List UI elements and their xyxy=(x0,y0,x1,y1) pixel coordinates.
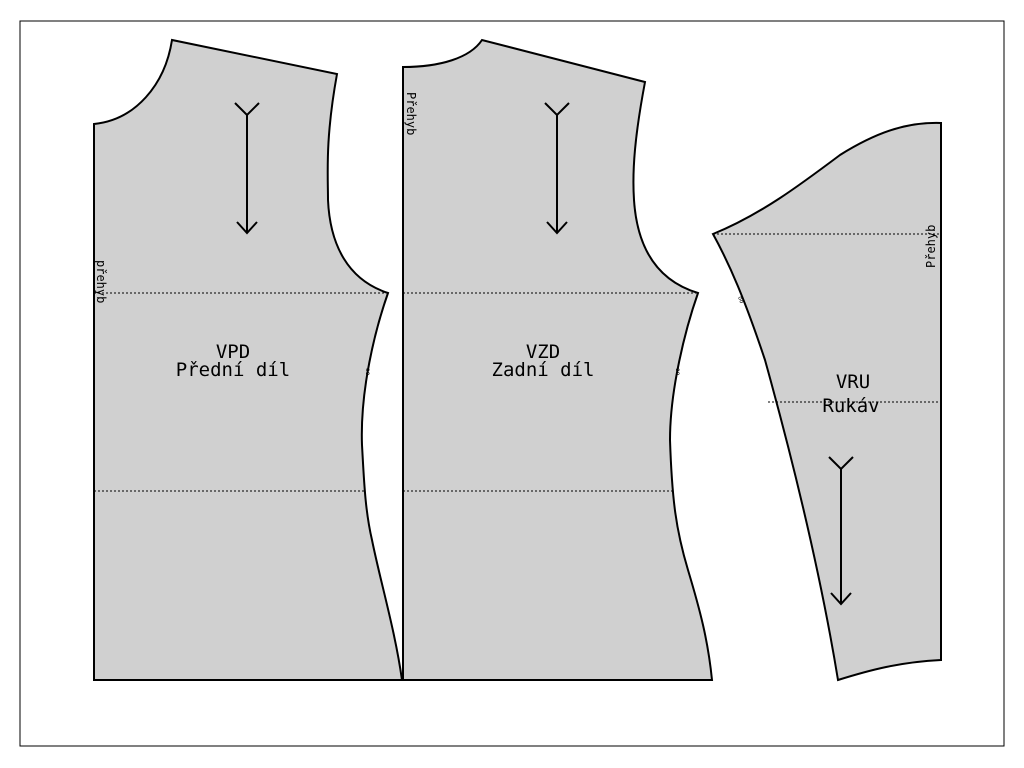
back-piece: VZD Zadní díl Přehyb oo xyxy=(402,38,714,681)
sleeve-piece-code: VRU xyxy=(836,371,870,393)
back-piece-code: VZD xyxy=(526,341,560,363)
front-fold-label: přehyb xyxy=(94,260,108,303)
sleeve-fold-label: Přehyb xyxy=(924,225,938,268)
sleeve-notch-mark: oo xyxy=(736,295,745,305)
back-fold-label: Přehyb xyxy=(404,92,418,135)
front-piece-name: Přední díl xyxy=(176,359,290,381)
back-piece-outline xyxy=(402,38,714,681)
sleeve-grainline-arrow xyxy=(828,456,854,606)
sleeve-piece-outline xyxy=(711,121,942,682)
back-notch-mark: oo xyxy=(674,368,681,376)
sheet-border xyxy=(19,20,1005,747)
front-grainline-arrow xyxy=(234,102,260,235)
back-piece-name: Zadní díl xyxy=(492,359,595,381)
back-grainline-arrow xyxy=(544,102,570,235)
front-piece: VPD Přední díl přehyb oo xyxy=(93,38,404,681)
front-notch-mark: oo xyxy=(364,368,371,376)
sleeve-piece: VRU Rukáv Přehyb oo xyxy=(711,121,942,682)
front-piece-code: VPD xyxy=(216,341,250,363)
sleeve-piece-name: Rukáv xyxy=(822,395,879,417)
